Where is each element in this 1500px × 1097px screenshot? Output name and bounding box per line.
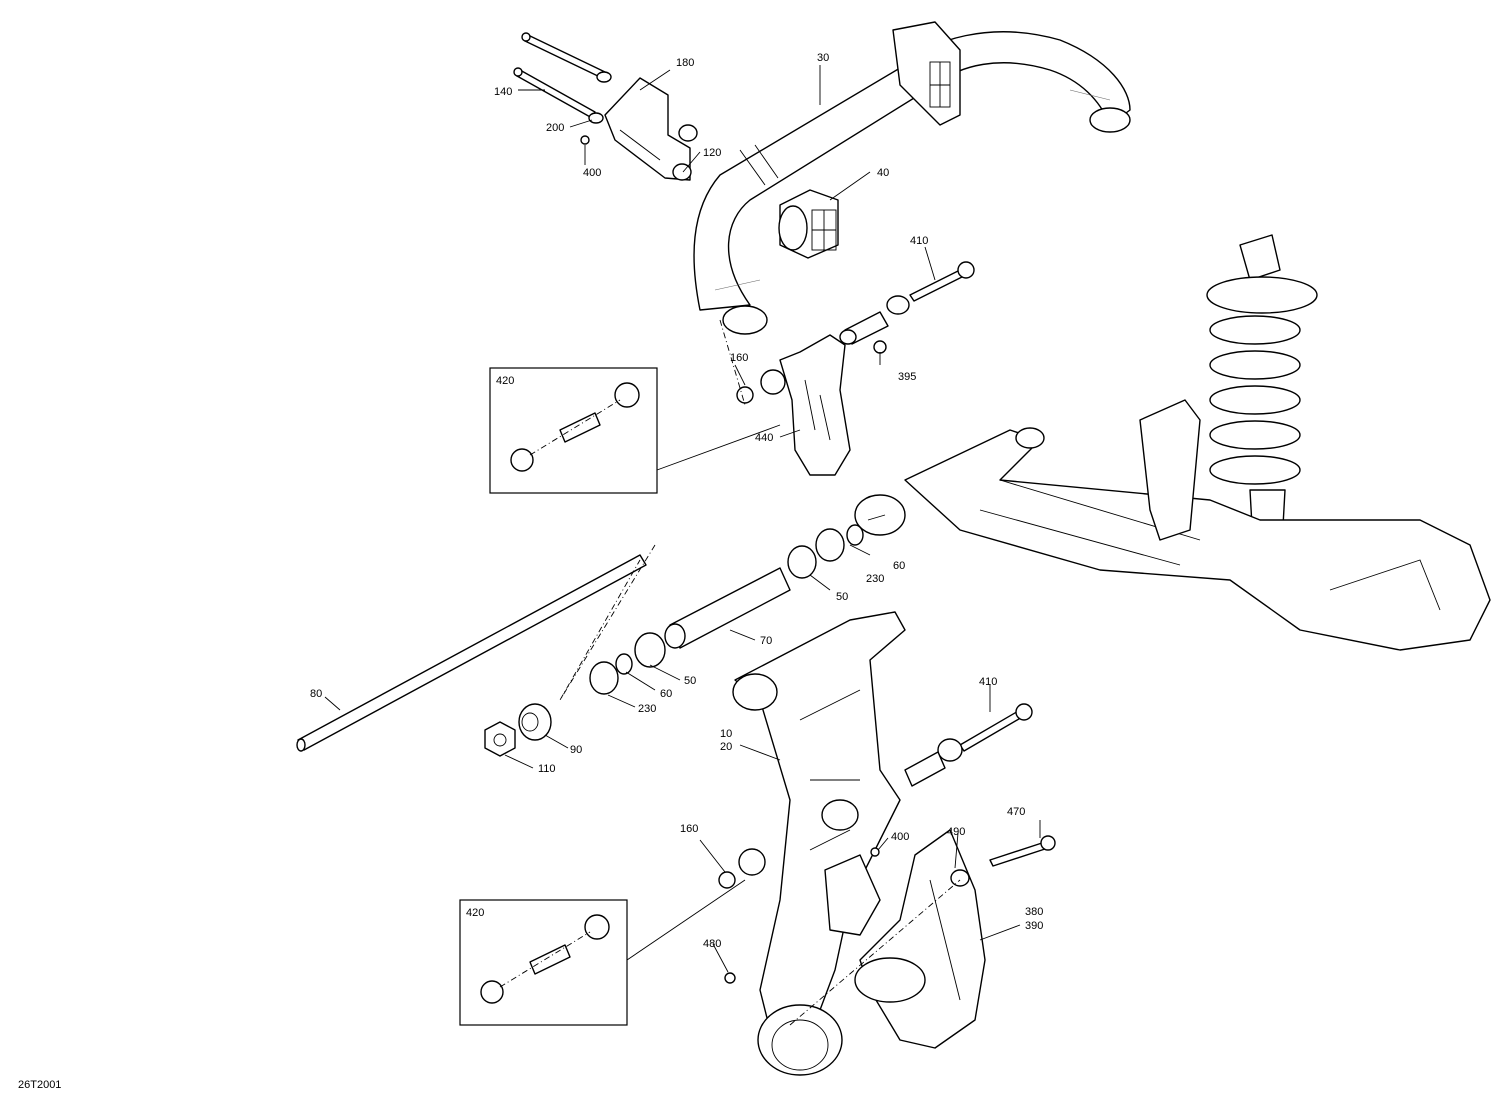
link-hardware-lower <box>904 703 1033 787</box>
callout-400-top: 400 <box>583 167 601 179</box>
lower-bearing-stack <box>589 632 666 695</box>
centerline-b <box>789 879 961 1026</box>
callout-50-upper: 50 <box>836 591 848 603</box>
pivot-shaft-80 <box>296 544 656 752</box>
callout-230-lower: 230 <box>638 703 656 715</box>
callout-480: 480 <box>703 938 721 950</box>
callout-70: 70 <box>760 635 772 647</box>
callout-60-upper: 60 <box>893 560 905 572</box>
callout-160-lower: 160 <box>680 823 698 835</box>
spacer-90 <box>518 703 552 741</box>
screw-400-lower <box>870 847 880 857</box>
callout-20: 20 <box>720 741 732 753</box>
detail-box-420-upper <box>489 367 658 494</box>
callout-380: 380 <box>1025 906 1043 918</box>
bracket-180 <box>604 77 698 181</box>
callout-80: 80 <box>310 688 322 700</box>
callout-395: 395 <box>898 371 916 383</box>
sway-bar-link-440 <box>736 334 851 476</box>
callout-120: 120 <box>703 147 721 159</box>
callout-110: 110 <box>538 763 556 775</box>
callout-420-lower: 420 <box>466 907 484 919</box>
nut-110 <box>484 721 516 757</box>
bushing-block-40 <box>778 189 839 259</box>
lower-a-arm <box>732 611 906 1076</box>
bolts-140 <box>513 32 612 145</box>
spacer-tube-70 <box>664 567 791 649</box>
callout-390: 390 <box>1025 920 1043 932</box>
callout-60-lower: 60 <box>660 688 672 700</box>
callout-160-top: 160 <box>730 352 748 364</box>
callout-30: 30 <box>817 52 829 64</box>
callout-470: 470 <box>1007 806 1025 818</box>
diagram-code: 26T2001 <box>18 1079 61 1091</box>
detail-box-420-lower <box>459 899 628 1026</box>
callout-400-lower: 400 <box>891 831 909 843</box>
callout-440: 440 <box>755 432 773 444</box>
leader-lines <box>324 65 1041 973</box>
bolt-470 <box>950 835 1056 887</box>
callout-230-upper: 230 <box>866 573 884 585</box>
callout-420-upper: 420 <box>496 375 514 387</box>
callout-90: 90 <box>570 744 582 756</box>
callout-labels: 180 140 200 400 120 30 40 410 160 395 44… <box>310 52 1043 950</box>
callout-410-lower: 410 <box>979 676 997 688</box>
upper-bearing-stack <box>787 524 864 579</box>
centerline-a <box>719 319 746 406</box>
callout-40: 40 <box>877 167 889 179</box>
callout-50-lower: 50 <box>684 675 696 687</box>
bushing-160-lower <box>718 848 766 889</box>
link-hardware-top <box>839 261 975 354</box>
skid-guard-380-390 <box>854 829 986 1049</box>
callout-180: 180 <box>676 57 694 69</box>
sway-bar-clamp-on-bar <box>892 21 961 126</box>
callout-200: 200 <box>546 122 564 134</box>
callout-10: 10 <box>720 728 732 740</box>
callout-410-top: 410 <box>910 235 928 247</box>
callout-490: 490 <box>947 826 965 838</box>
callout-140: 140 <box>494 86 512 98</box>
upper-a-arm <box>854 399 1491 651</box>
nut-480 <box>724 972 736 984</box>
